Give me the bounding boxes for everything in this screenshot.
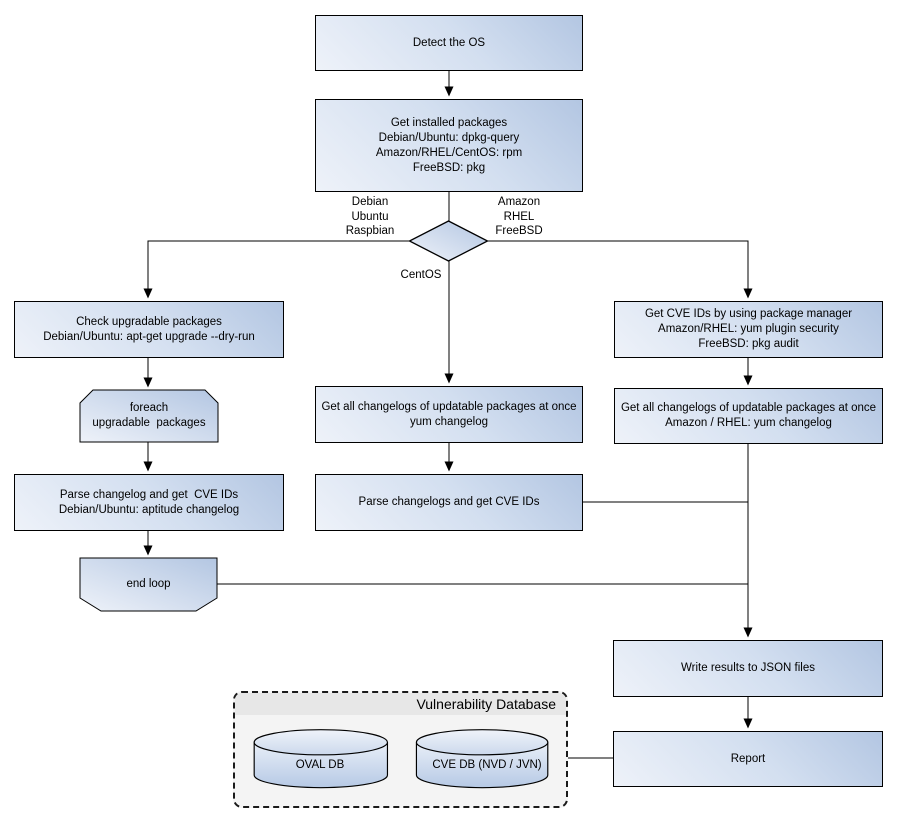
branch-label-debian-ubuntu-raspbian: Debian Ubuntu Raspbian: [345, 196, 395, 237]
node-detect-os: Detect the OS: [315, 15, 583, 71]
node-parse-changelog-debian: Parse changelog and get CVE IDs Debian/U…: [14, 474, 284, 531]
node-get-installed-packages: Get installed packages Debian/Ubuntu: dp…: [315, 99, 583, 192]
node-get-cve-ids-pkg-manager: Get CVE IDs by using package manager Ama…: [614, 301, 883, 358]
node-get-changelogs-centos: Get all changelogs of updatable packages…: [315, 386, 583, 443]
node-write-results-json: Write results to JSON files: [613, 640, 883, 697]
oval-db-label: OVAL DB: [295, 759, 345, 771]
node-parse-changelogs-centos: Parse changelogs and get CVE IDs: [315, 474, 583, 531]
cve-db-cylinder: [415, 729, 549, 789]
cve-db-label: CVE DB (NVD / JVN): [432, 759, 542, 771]
foreach-loop-label: foreach upgradable packages: [92, 402, 206, 429]
branch-label-centos: CentOS: [400, 269, 442, 281]
oval-db-cylinder: [253, 729, 389, 789]
database-cylinders: [253, 729, 549, 789]
vulnerability-database-panel: Vulnerability Database OVAL DB CVE DB (N…: [233, 691, 568, 808]
node-get-changelogs-amazon-rhel: Get all changelogs of updatable packages…: [614, 388, 883, 444]
os-decision-diamond: [408, 220, 489, 262]
vulnerability-database-title: Vulnerability Database: [235, 693, 566, 715]
end-loop-shape: [79, 557, 218, 612]
node-check-upgradable-packages: Check upgradable packages Debian/Ubuntu:…: [14, 301, 284, 358]
branch-label-amazon-rhel-freebsd: Amazon RHEL FreeBSD: [495, 196, 543, 237]
foreach-loop-shape: [79, 389, 219, 443]
end-loop-label: end loop: [126, 578, 171, 590]
node-report: Report: [613, 731, 883, 787]
